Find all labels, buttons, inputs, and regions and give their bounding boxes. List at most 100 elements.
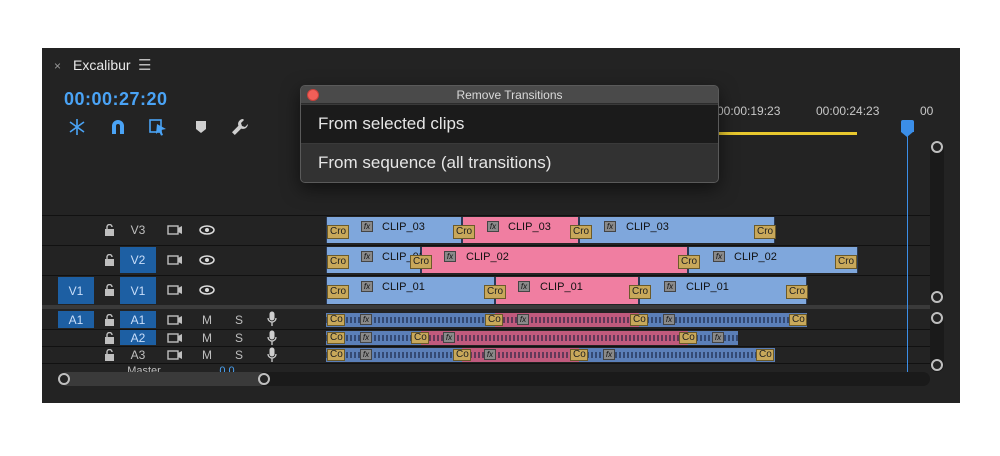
master-volume-value[interactable]: 0.0 (219, 365, 235, 375)
audio-clip[interactable]: fx (579, 348, 775, 362)
sync-lock-icon[interactable] (166, 252, 184, 268)
playhead-line[interactable] (907, 128, 908, 373)
transition-badge[interactable]: Co (679, 332, 697, 344)
audio-clip[interactable]: fx (326, 331, 421, 345)
transition-badge[interactable]: Cro (453, 225, 475, 239)
lock-icon[interactable] (102, 250, 116, 270)
lock-icon[interactable] (102, 220, 116, 240)
eye-visibility-icon[interactable] (197, 222, 217, 238)
lock-icon[interactable] (102, 330, 116, 345)
transition-badge[interactable]: Co (327, 349, 345, 361)
transition-badge[interactable]: Co (485, 314, 503, 326)
lock-icon[interactable] (102, 312, 116, 327)
in-out-range-bar[interactable] (717, 132, 857, 135)
clip-v1-2[interactable]: fx CLIP_01 (495, 277, 639, 304)
audio-clip[interactable]: fx (495, 313, 639, 327)
mute-button[interactable]: M (202, 312, 212, 327)
solo-button[interactable]: S (234, 330, 243, 345)
track-target-v1[interactable]: V1 (120, 277, 156, 304)
microphone-icon[interactable] (264, 329, 280, 346)
linked-selection-icon[interactable] (147, 116, 169, 138)
track-target-a1[interactable]: A1 (120, 311, 156, 328)
eye-visibility-icon[interactable] (197, 282, 217, 298)
playhead-handle[interactable] (901, 120, 914, 132)
video-vertical-scrollbar[interactable] (930, 144, 944, 302)
mute-button[interactable]: M (202, 330, 212, 345)
clip-v1-3[interactable]: fx CLIP_01 (639, 277, 807, 304)
playhead-timecode[interactable]: 00:00:27:20 (64, 89, 168, 109)
sync-lock-icon[interactable] (166, 312, 184, 327)
snap-nest-icon[interactable] (66, 116, 88, 138)
close-tab-icon[interactable]: × (54, 59, 62, 73)
microphone-icon[interactable] (264, 346, 280, 363)
sync-lock-icon[interactable] (166, 347, 184, 362)
lock-icon[interactable] (102, 347, 116, 362)
track-target-v3[interactable]: V3 (130, 223, 146, 237)
transition-badge[interactable]: Cro (327, 225, 349, 239)
transition-badge[interactable]: Co (411, 332, 429, 344)
transition-badge[interactable]: Cro (835, 255, 857, 269)
clip-v1-1[interactable]: fx CLIP_01 (326, 277, 495, 304)
mute-button[interactable]: M (202, 347, 212, 362)
sync-lock-icon[interactable] (166, 330, 184, 345)
add-marker-icon[interactable] (190, 116, 212, 138)
option-from-sequence[interactable]: From sequence (all transitions) (301, 144, 718, 182)
transition-badge[interactable]: Cro (629, 285, 651, 299)
transition-badge[interactable]: Cro (484, 285, 506, 299)
scrollbar-knob[interactable] (931, 312, 943, 324)
scrollbar-knob[interactable] (931, 359, 943, 371)
source-patch-v1[interactable]: V1 (58, 277, 94, 304)
transition-badge[interactable]: Co (327, 314, 345, 326)
sync-lock-icon[interactable] (166, 282, 184, 298)
clip-v2-3[interactable]: fx CLIP_02 (688, 247, 858, 273)
solo-button[interactable]: S (234, 347, 243, 362)
transition-badge[interactable]: Cro (327, 285, 349, 299)
close-button-icon[interactable] (307, 89, 319, 101)
scrollbar-knob[interactable] (58, 373, 70, 385)
clip-name: CLIP_01 (382, 281, 425, 293)
scrollbar-knob[interactable] (931, 291, 943, 303)
transition-badge[interactable]: Cro (786, 285, 808, 299)
clip-v2-2[interactable]: fx CLIP_02 (421, 247, 688, 273)
hamburger-menu-icon[interactable]: ☰ (138, 57, 152, 74)
transition-badge[interactable]: Cro (570, 225, 592, 239)
track-target-a3[interactable]: A3 (130, 347, 146, 362)
audio-clip[interactable]: fx (326, 313, 495, 327)
transition-badge[interactable]: Cro (410, 255, 432, 269)
transition-badge[interactable]: Cro (327, 255, 349, 269)
clip-v3-3[interactable]: fx CLIP_03 (579, 217, 775, 243)
magnet-snap-icon[interactable] (107, 116, 129, 138)
scrollbar-knob[interactable] (258, 373, 270, 385)
video-audio-divider[interactable] (42, 305, 930, 309)
horizontal-scroll-thumb[interactable] (60, 372, 266, 386)
transition-badge[interactable]: Co (570, 349, 588, 361)
audio-vertical-scrollbar[interactable] (930, 316, 944, 372)
eye-visibility-icon[interactable] (197, 252, 217, 268)
track-target-a2[interactable]: A2 (120, 330, 156, 345)
horizontal-zoom-scrollbar[interactable] (60, 372, 930, 386)
transition-badge[interactable]: Co (327, 332, 345, 344)
transition-badge[interactable]: Cro (678, 255, 700, 269)
option-from-selected-clips[interactable]: From selected clips (301, 105, 718, 143)
clip-v3-2[interactable]: fx CLIP_03 (462, 217, 579, 243)
dialog-titlebar[interactable]: Remove Transitions (301, 86, 718, 104)
source-patch-a1[interactable]: A1 (58, 311, 94, 328)
solo-button[interactable]: S (234, 312, 243, 327)
track-target-v2[interactable]: V2 (120, 247, 156, 273)
audio-clip[interactable]: fx (421, 331, 688, 345)
lock-icon[interactable] (102, 280, 116, 300)
audio-clip[interactable]: fx (639, 313, 807, 327)
transition-badge[interactable]: Cro (754, 225, 776, 239)
audio-clip[interactable]: fx (688, 331, 738, 345)
scrollbar-knob[interactable] (931, 141, 943, 153)
sequence-tab-title[interactable]: Excalibur (73, 57, 131, 73)
audio-clip[interactable]: fx (462, 348, 579, 362)
sync-lock-icon[interactable] (166, 222, 184, 238)
microphone-icon[interactable] (264, 310, 280, 328)
audio-clip[interactable]: fx (326, 348, 462, 362)
transition-badge[interactable]: Co (789, 314, 807, 326)
transition-badge[interactable]: Co (756, 349, 774, 361)
transition-badge[interactable]: Co (453, 349, 471, 361)
wrench-settings-icon[interactable] (229, 116, 251, 138)
transition-badge[interactable]: Co (630, 314, 648, 326)
